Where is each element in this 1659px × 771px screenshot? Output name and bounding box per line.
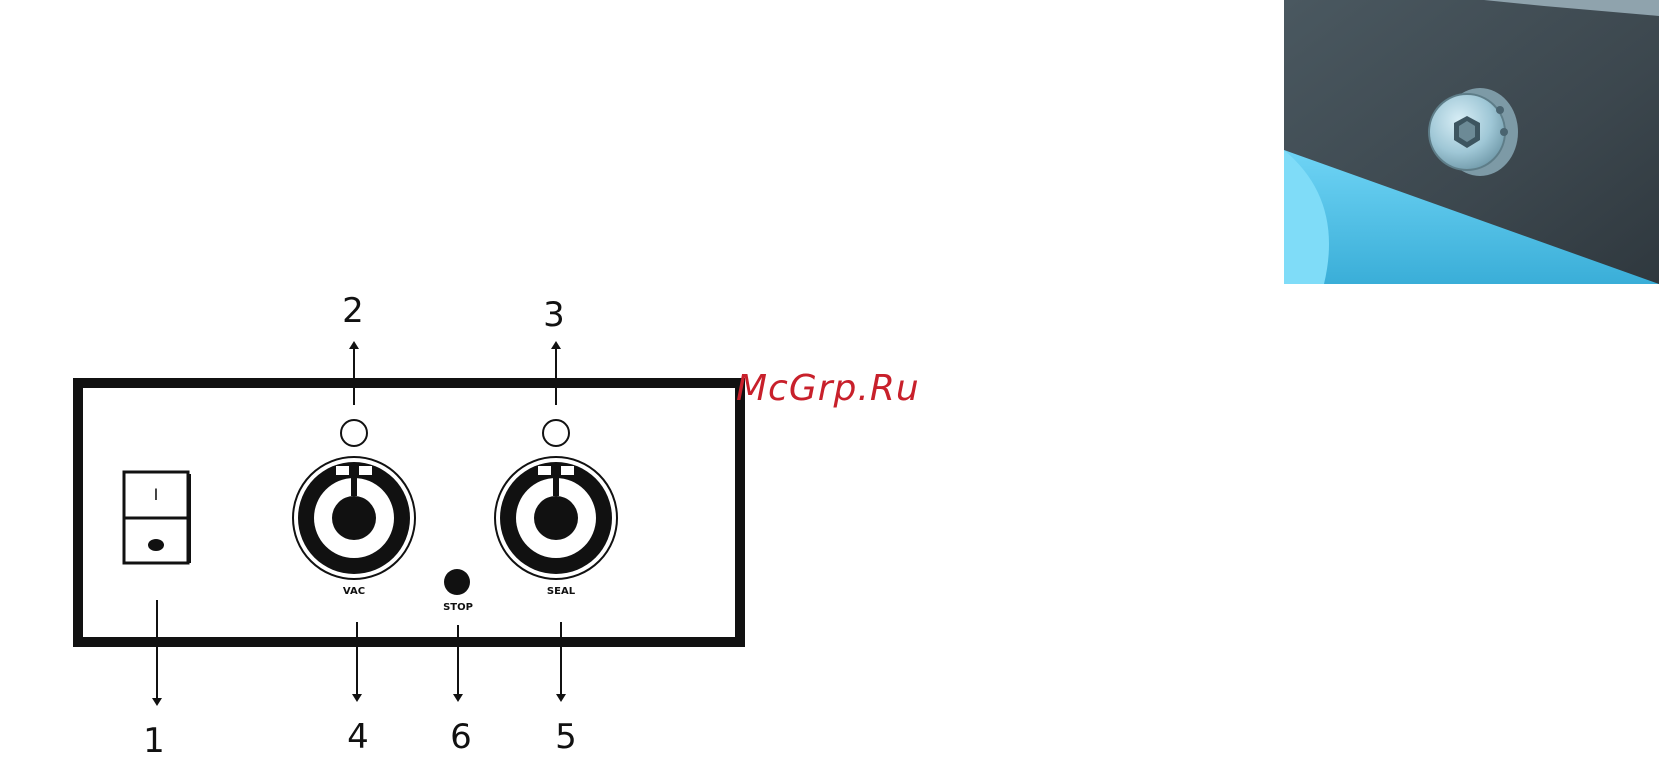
watermark: McGrp.Ru xyxy=(736,368,920,409)
callout-6: 6 xyxy=(450,717,472,757)
callout-2: 2 xyxy=(342,291,364,331)
vac-label: VAC xyxy=(343,586,365,597)
power-switch[interactable]: I xyxy=(124,472,190,563)
seal-label: SEAL xyxy=(547,586,576,597)
hex-bolt-photo xyxy=(1284,0,1659,284)
callout-1: 1 xyxy=(143,721,165,761)
stop-button[interactable] xyxy=(444,569,470,595)
vac-knob[interactable] xyxy=(293,457,415,579)
callout-4: 4 xyxy=(347,717,369,757)
switch-off-dot xyxy=(148,539,164,551)
callout-5: 5 xyxy=(555,717,577,757)
stop-label: STOP xyxy=(443,602,473,613)
callout-3: 3 xyxy=(543,295,565,335)
vac-indicator-lamp xyxy=(341,420,367,446)
seal-knob[interactable] xyxy=(495,457,617,579)
seal-indicator-lamp xyxy=(543,420,569,446)
switch-on-mark: I xyxy=(154,485,159,504)
